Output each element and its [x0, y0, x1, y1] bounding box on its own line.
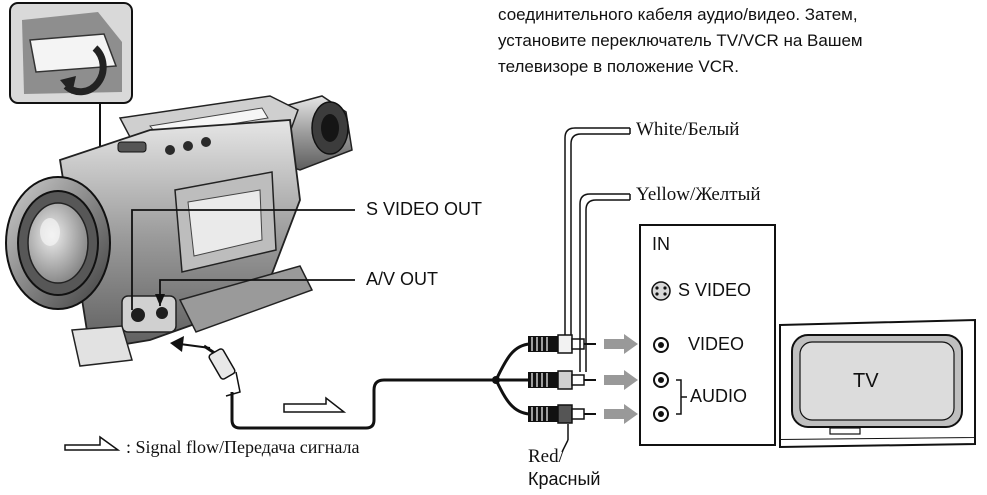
red-plug-label-line2: Красный — [528, 469, 601, 489]
legend-arrow — [64, 435, 121, 451]
tv-label: TV — [853, 370, 879, 392]
flow-arrow-camcorder — [170, 336, 211, 352]
tv-video-label: VIDEO — [688, 334, 745, 354]
yellow-plug-label: Yellow/Желтый — [636, 184, 761, 205]
tv-audio-label: AUDIO — [690, 386, 748, 406]
tv-set — [779, 318, 976, 449]
instruction-text: соединительного кабеля аудио/видео. Зате… — [498, 2, 978, 80]
camcorder-leaders — [131, 209, 355, 310]
s-video-out-label: S VIDEO OUT — [366, 199, 483, 219]
instruction-line-1: соединительного кабеля аудио/видео. Зате… — [498, 5, 858, 24]
rca-plug-yellow — [528, 370, 596, 390]
rca-plug-red — [528, 404, 596, 424]
red-plug-label-line1: Red/ — [528, 446, 564, 467]
flow-arrows-tv — [604, 334, 638, 424]
white-plug-label: White/Белый — [636, 119, 740, 140]
instruction-line-3: телевизоре в положение VCR. — [498, 57, 739, 76]
tv-s-video-label: S VIDEO — [678, 280, 752, 300]
tv-input-panel — [639, 224, 776, 446]
av-out-label: A/V OUT — [366, 269, 439, 289]
signal-flow-legend: : Signal flow/Передача сигнала — [126, 437, 360, 457]
instruction-line-2: установите переключатель TV/VCR на Вашем — [498, 31, 863, 50]
cable — [203, 342, 531, 430]
tv-in-label: IN — [652, 234, 670, 254]
plug-leaders — [561, 127, 631, 453]
camcorder-illustration — [5, 95, 353, 367]
